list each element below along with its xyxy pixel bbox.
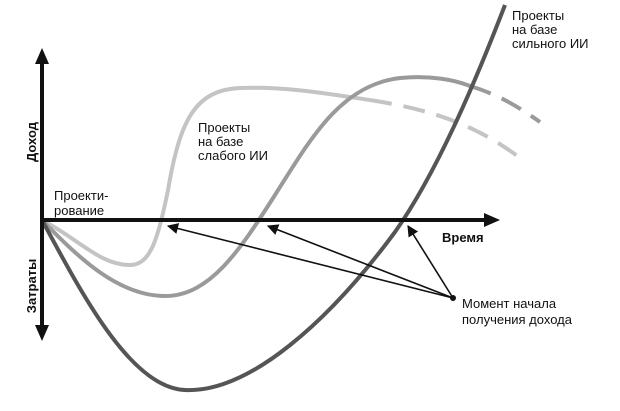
strong-ai-label-line2: на базе — [512, 22, 557, 37]
vertical-axis-bottom-arrow — [35, 325, 49, 341]
design-phase-label-line2: рование — [54, 203, 104, 218]
design-phase-label-line1: Проекти- — [54, 188, 108, 203]
weak-ai-curve-projection — [369, 98, 522, 160]
strong-ai-label-line3: сильного ИИ — [512, 36, 589, 51]
weak-ai-label-line1: Проекты — [198, 120, 250, 135]
pointer-origin-dot — [450, 295, 456, 301]
y-axis-costs-label: Затраты — [24, 259, 39, 313]
x-axis-time-label: Время — [442, 230, 484, 245]
weak-ai-label-line2: на базе — [198, 134, 243, 149]
strong-ai-label-line1: Проекты — [512, 8, 564, 23]
income-start-label-line1: Момент начала — [462, 296, 557, 311]
pointer-arrow-weak — [166, 223, 454, 299]
horizontal-axis-arrow — [484, 213, 500, 227]
y-axis-income-label: Доход — [24, 121, 39, 162]
weak-ai-label-line3: слабого ИИ — [198, 148, 268, 163]
vertical-axis-top-arrow — [35, 48, 49, 64]
pointer-arrow-strong — [407, 225, 454, 299]
weak-ai-curve — [41, 85, 371, 268]
strong-ai-curve — [40, 4, 507, 393]
middle-ai-curve — [40, 75, 471, 299]
income-start-label-line2: получения дохода — [462, 312, 573, 327]
pointer-arrow-middle — [266, 224, 454, 299]
middle-ai-curve-projection — [469, 84, 542, 124]
